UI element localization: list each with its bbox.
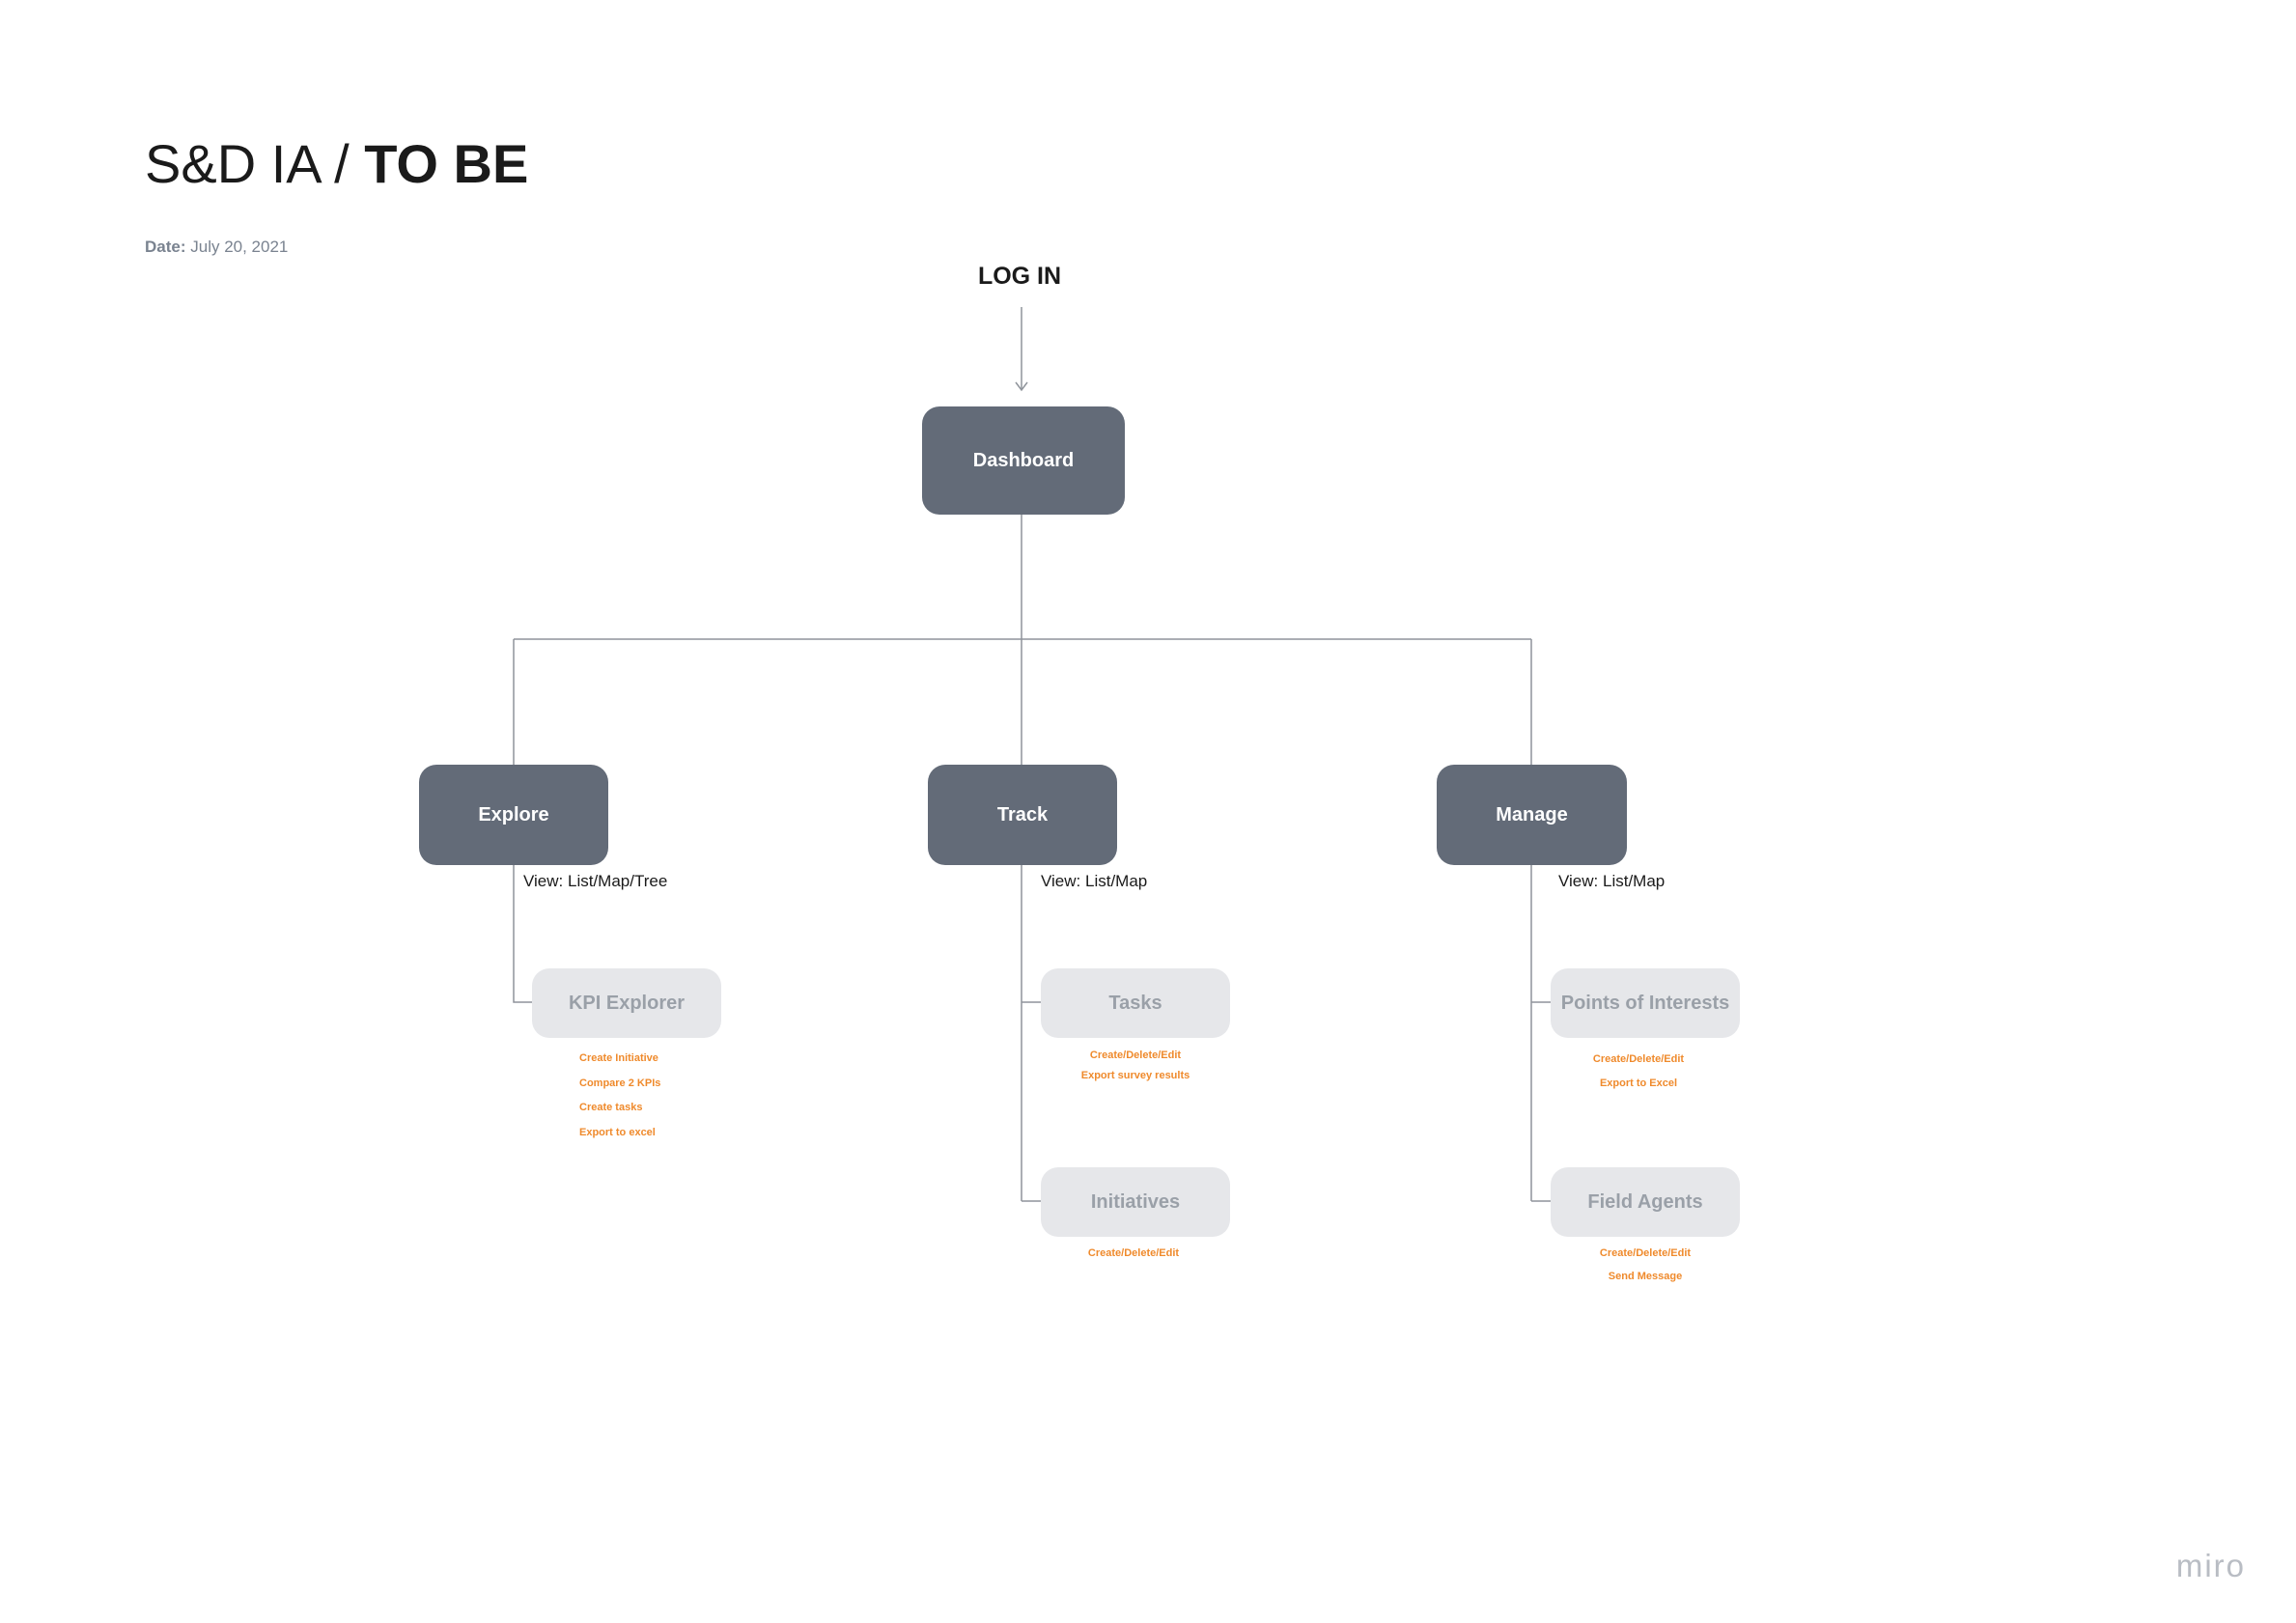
points-of-interests-label: Points of Interests xyxy=(1560,992,1730,1014)
kpi-explorer-node[interactable]: KPI Explorer xyxy=(532,968,721,1038)
date-line: Date: July 20, 2021 xyxy=(145,238,288,257)
explore-label: Explore xyxy=(478,803,549,825)
explore-node[interactable]: Explore xyxy=(419,765,608,865)
action-item: Create tasks xyxy=(579,1102,643,1113)
tasks-node[interactable]: Tasks xyxy=(1041,968,1230,1038)
field-agents-label: Field Agents xyxy=(1587,1190,1703,1213)
page-title: S&D IA / TO BE xyxy=(145,133,529,194)
login-arrowhead xyxy=(1015,381,1028,392)
manage-node[interactable]: Manage xyxy=(1437,765,1627,865)
points-of-interests-node[interactable]: Points of Interests xyxy=(1551,968,1740,1038)
explore-tree xyxy=(513,865,532,1003)
action-item: Send Message xyxy=(1608,1271,1683,1282)
initiatives-node[interactable]: Initiatives xyxy=(1041,1167,1230,1237)
action-item: Create/Delete/Edit xyxy=(1599,1247,1692,1259)
action-item: Create Initiative xyxy=(579,1052,658,1064)
track-node[interactable]: Track xyxy=(928,765,1117,865)
action-item: Export survey results xyxy=(1080,1070,1190,1081)
action-item: Export to Excel xyxy=(1599,1077,1678,1089)
dashboard-node[interactable]: Dashboard xyxy=(922,406,1125,515)
action-item: Create/Delete/Edit xyxy=(1592,1053,1685,1065)
initiatives-label: Initiatives xyxy=(1090,1190,1181,1213)
miro-watermark: miro xyxy=(2175,1548,2246,1583)
action-item: Create/Delete/Edit xyxy=(1087,1247,1180,1259)
manage-label: Manage xyxy=(1496,803,1568,825)
date-label: Date: xyxy=(145,238,186,256)
explore-view-note: View: List/Map/Tree xyxy=(523,872,668,890)
date-value: July 20, 2021 xyxy=(190,238,289,256)
action-item: Compare 2 KPIs xyxy=(579,1077,661,1089)
kpi-explorer-label: KPI Explorer xyxy=(568,992,686,1014)
track-label: Track xyxy=(996,803,1049,825)
field-agents-node[interactable]: Field Agents xyxy=(1551,1167,1740,1237)
tasks-label: Tasks xyxy=(1108,992,1162,1014)
manage-view-note: View: List/Map xyxy=(1558,872,1666,890)
dashboard-label: Dashboard xyxy=(972,449,1075,471)
action-item: Create/Delete/Edit xyxy=(1089,1049,1182,1061)
action-item: Export to excel xyxy=(579,1127,656,1138)
track-view-note: View: List/Map xyxy=(1041,872,1148,890)
